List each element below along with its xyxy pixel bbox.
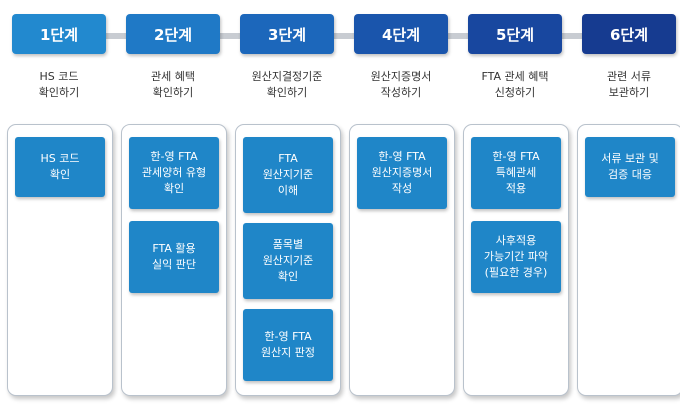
step-4-task-1: 한-영 FTA 원산지증명서 작성 [357, 137, 447, 209]
step-1-header: 1단계 [12, 14, 106, 54]
step-4-description: 원산지증명서 작성하기 [370, 70, 432, 99]
step-3-header: 3단계 [240, 14, 334, 54]
step-5-header: 5단계 [468, 14, 562, 54]
step-2-task-2: FTA 활용 실익 판단 [129, 221, 219, 293]
connector-5-6 [560, 33, 582, 39]
step-2-column: 한-영 FTA 관세양허 유형 확인 FTA 활용 실익 판단 [121, 124, 227, 396]
step-2-header: 2단계 [126, 14, 220, 54]
step-3-description: 원산지결정기준 확인하기 [251, 70, 323, 99]
step-5-task-2: 사후적용 가능기간 파악 (필요한 경우) [471, 221, 561, 293]
connector-2-3 [218, 33, 240, 39]
step-1-task-1: HS 코드 확인 [15, 137, 105, 197]
step-6-description: 관련 서류 보관하기 [607, 70, 651, 99]
step-6-header: 6단계 [582, 14, 676, 54]
step-6-column: 서류 보관 및 검증 대응 [577, 124, 680, 396]
connector-3-4 [332, 33, 354, 39]
connector-1-2 [104, 33, 126, 39]
step-1-description: HS 코드 확인하기 [38, 70, 80, 99]
step-2-description: 관세 혜택 확인하기 [151, 70, 195, 99]
step-4-column: 한-영 FTA 원산지증명서 작성 [349, 124, 455, 396]
step-5-task-1: 한-영 FTA 특혜관세 적용 [471, 137, 561, 209]
step-4-header: 4단계 [354, 14, 448, 54]
step-6-task-1: 서류 보관 및 검증 대응 [585, 137, 675, 197]
step-3-task-3: 한-영 FTA 원산지 판정 [243, 309, 333, 381]
step-3-task-2: 품목별 원산지기준 확인 [243, 223, 333, 299]
connector-4-5 [446, 33, 468, 39]
step-2-task-1: 한-영 FTA 관세양허 유형 확인 [129, 137, 219, 209]
step-5-description: FTA 관세 혜택 신청하기 [481, 70, 549, 99]
step-3-column: FTA 원산지기준 이해 품목별 원산지기준 확인 한-영 FTA 원산지 판정 [235, 124, 341, 396]
step-1-column: HS 코드 확인 [7, 124, 113, 396]
step-5-column: 한-영 FTA 특혜관세 적용 사후적용 가능기간 파악 (필요한 경우) [463, 124, 569, 396]
step-3-task-1: FTA 원산지기준 이해 [243, 137, 333, 213]
